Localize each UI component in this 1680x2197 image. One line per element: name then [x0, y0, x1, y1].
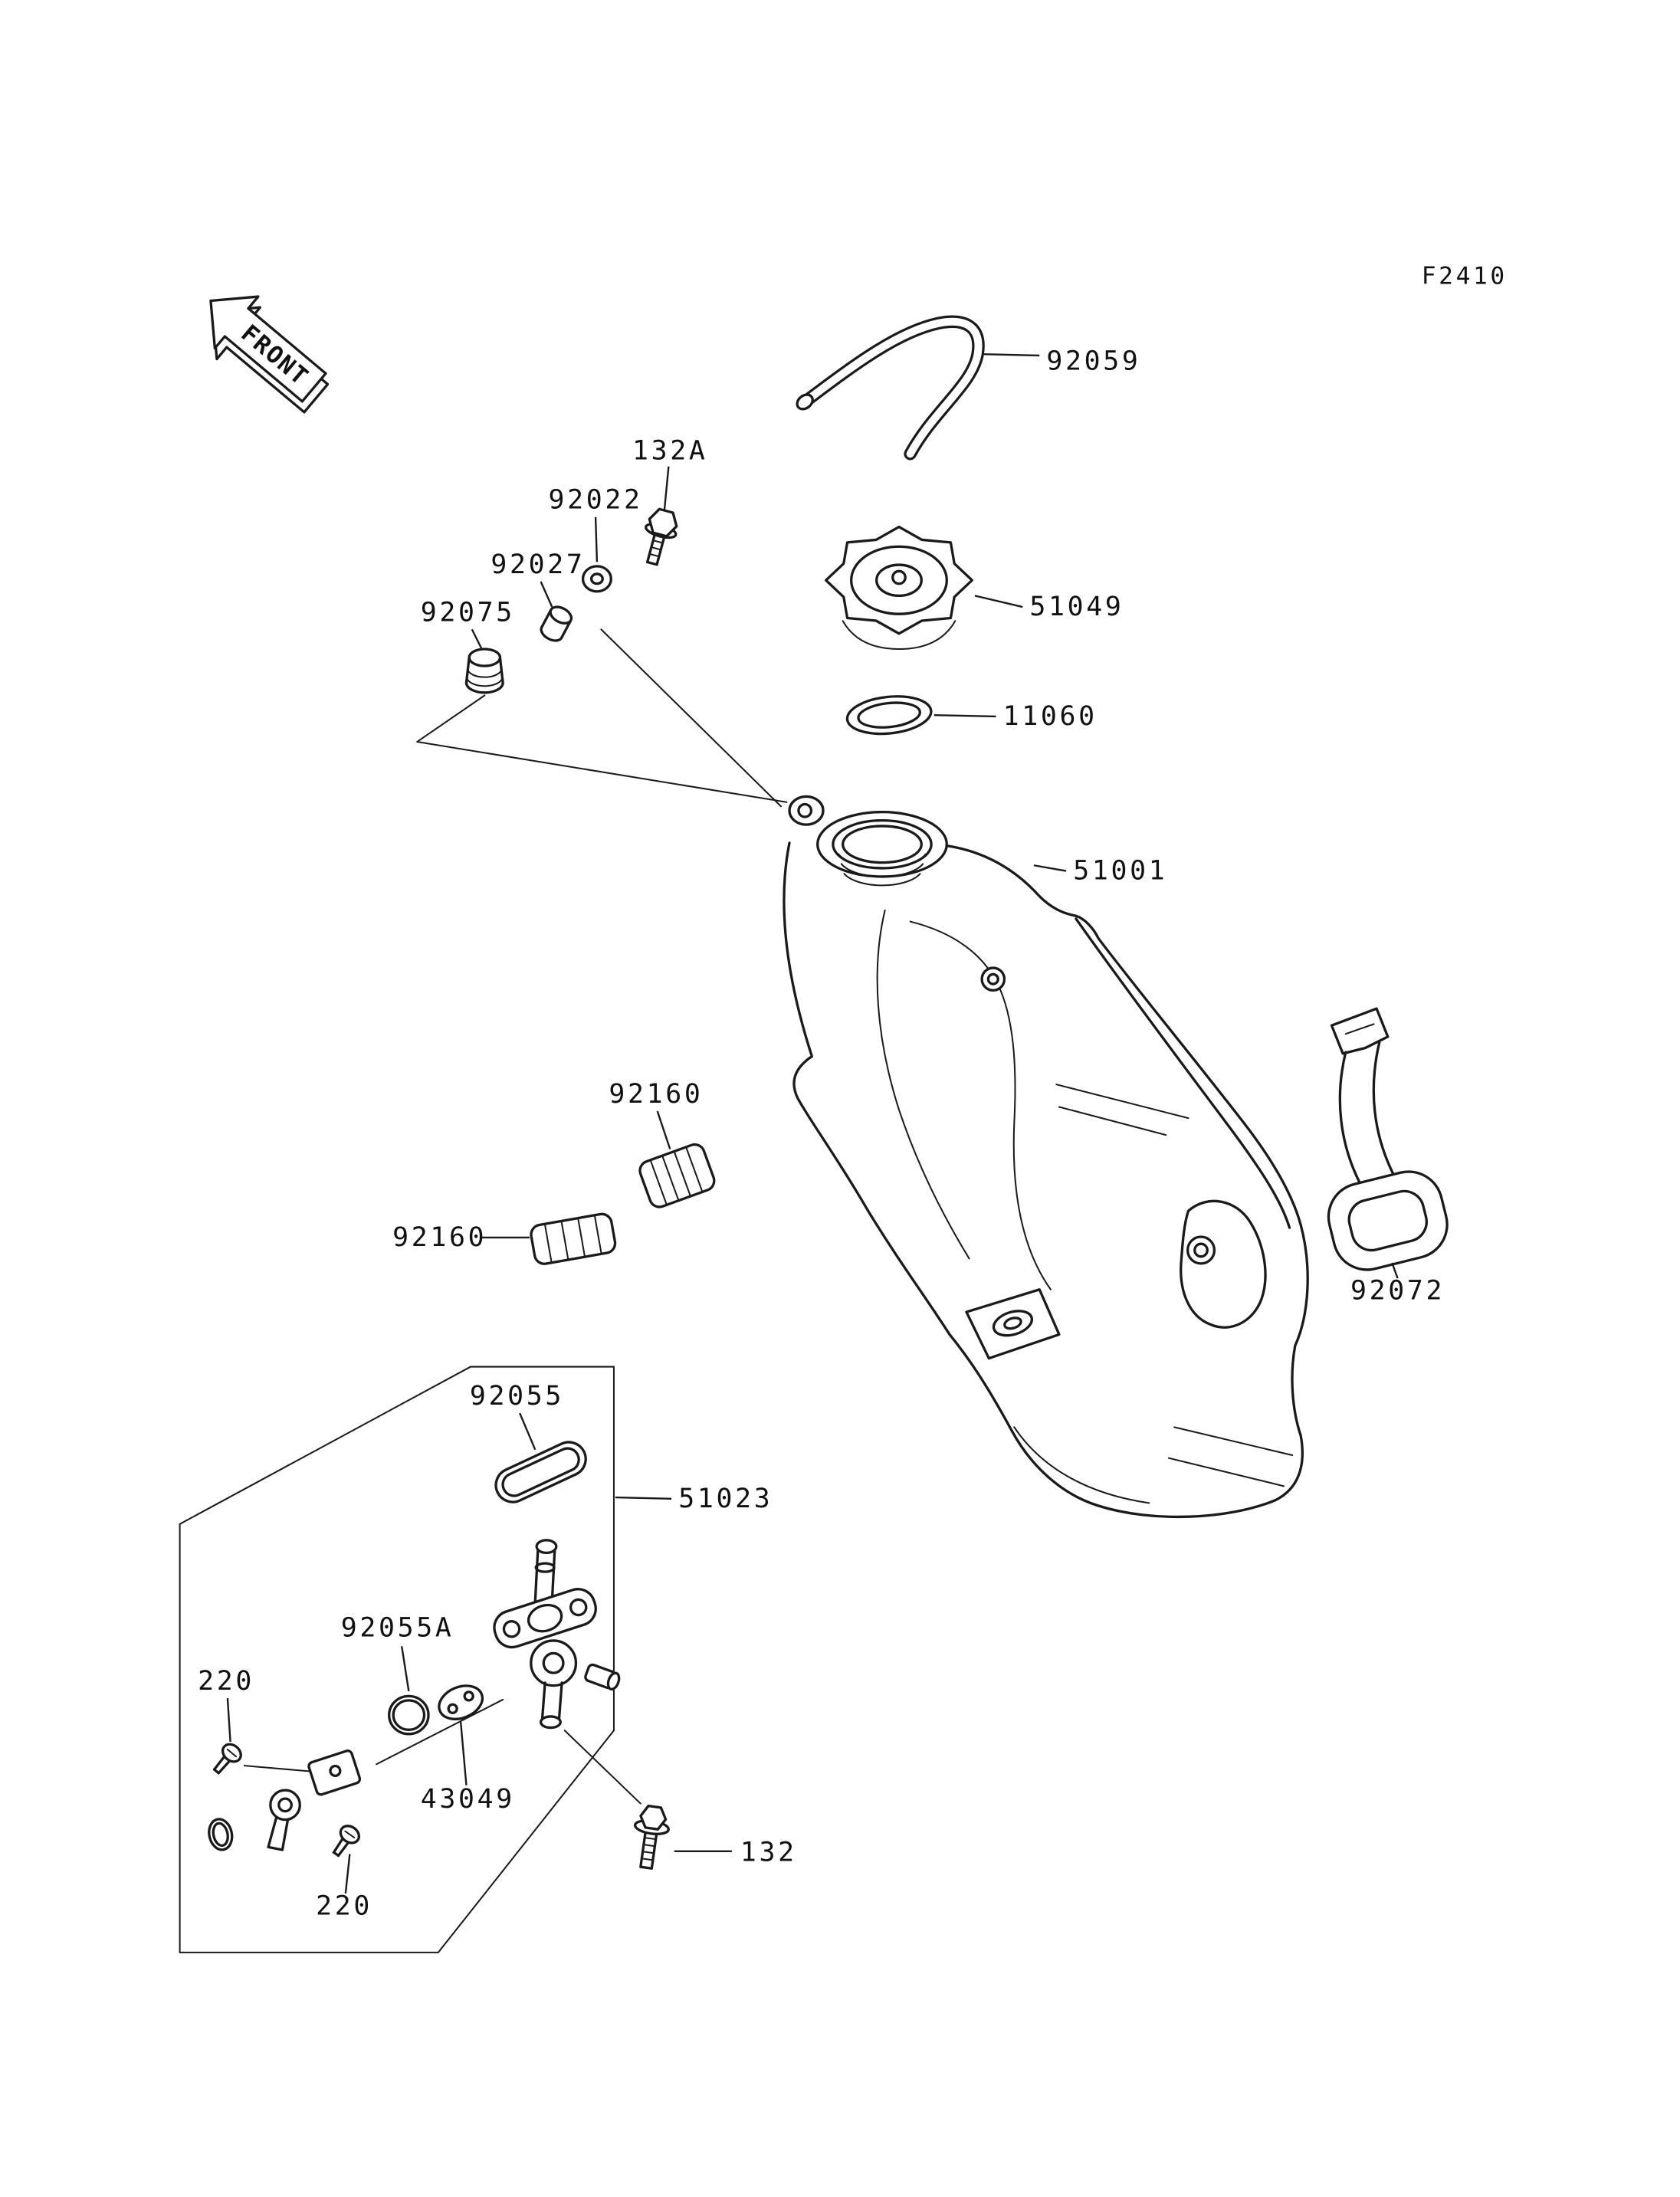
fuel-cap	[825, 525, 973, 651]
lever-plate	[307, 1749, 362, 1796]
front-arrow-shape	[209, 295, 327, 403]
tap-flange	[493, 1588, 597, 1649]
leader-92072	[1391, 1262, 1399, 1279]
screw-220-lower	[332, 1825, 361, 1858]
part-label-92055a: 92055A	[341, 1612, 454, 1643]
leader-51049	[974, 595, 1023, 608]
leader-92075	[471, 628, 483, 650]
leader-92055	[519, 1412, 536, 1451]
part-label-132: 132	[740, 1838, 797, 1868]
leader-92160-upper	[656, 1110, 671, 1149]
tap-ring-92055	[494, 1441, 587, 1503]
bolt-head	[639, 1804, 668, 1831]
front-direction-arrow: FRONT	[209, 295, 330, 414]
tank-accent-line	[1167, 1457, 1285, 1487]
part-label-43049: 43049	[421, 1784, 515, 1815]
damper-92075	[464, 648, 504, 694]
tap-outlet	[584, 1663, 621, 1691]
part-label-220-upper: 220	[198, 1666, 254, 1697]
screw-220-upper	[212, 1743, 242, 1775]
collar-92027	[540, 605, 573, 642]
lever-oring	[208, 1818, 234, 1851]
bolt-132a	[645, 507, 678, 566]
part-label-51049: 51049	[1029, 592, 1124, 622]
leader-92055a	[400, 1646, 410, 1692]
part-label-92022: 92022	[549, 485, 643, 516]
part-label-92160-lower: 92160	[392, 1222, 487, 1253]
tank-tap-mount	[965, 1288, 1061, 1360]
leader-92059	[983, 353, 1040, 357]
leader-43049	[459, 1722, 468, 1785]
fuel-tap-body	[493, 1539, 621, 1730]
assembly-lines	[243, 628, 788, 1805]
part-label-220-lower: 220	[316, 1890, 372, 1921]
part-label-51023: 51023	[678, 1484, 773, 1514]
bolt-head	[648, 507, 678, 538]
tap-spigot	[539, 1715, 562, 1730]
tank-strap-tab	[1180, 1199, 1267, 1329]
tank-accent-line	[1173, 1426, 1294, 1457]
fuel-tap-assembly-box	[179, 1366, 615, 1953]
bolt-132	[633, 1804, 670, 1870]
tank-bolt-hole	[980, 966, 1006, 992]
tap-lever	[267, 1789, 301, 1851]
part-label-11060: 11060	[1003, 701, 1098, 732]
tank-accent-line	[1058, 1106, 1167, 1136]
breather-hose	[796, 315, 985, 461]
tap-oring-92055a	[388, 1694, 430, 1736]
hose-end	[796, 393, 814, 411]
part-label-92072: 92072	[1350, 1276, 1445, 1307]
leader-132a	[663, 466, 670, 510]
cap-gasket	[845, 695, 933, 736]
tank-strap	[1327, 1007, 1449, 1271]
part-label-92160-upper: 92160	[609, 1079, 703, 1110]
tap-valve-body	[530, 1639, 578, 1687]
part-label-92027: 92027	[491, 549, 585, 580]
part-label-92055: 92055	[470, 1381, 564, 1412]
front-arrow-shadow	[211, 306, 330, 414]
tap-standpipe	[535, 1539, 558, 1555]
leader-11060	[934, 713, 996, 718]
leader-51023	[615, 1496, 672, 1500]
figure-code: F2410	[1422, 262, 1508, 290]
leader-220-lower	[344, 1854, 351, 1894]
part-label-51001: 51001	[1073, 856, 1167, 887]
leader-220-upper	[226, 1698, 231, 1742]
part-label-132a: 132A	[632, 436, 708, 467]
damper-pad-upper	[638, 1143, 716, 1208]
fuel-tank	[783, 795, 1309, 1519]
strap-loop	[1327, 1170, 1449, 1271]
strap-hook	[1330, 1007, 1390, 1055]
part-label-92075: 92075	[421, 597, 515, 628]
leader-92022	[594, 516, 599, 562]
leader-51001	[1033, 864, 1067, 872]
leader-92027	[540, 581, 553, 608]
washer-92022	[581, 565, 612, 593]
part-label-92059: 92059	[1046, 346, 1140, 376]
tap-packing-43049	[438, 1684, 484, 1720]
tank-accent-line	[1055, 1084, 1189, 1120]
filler-neck-thread	[838, 853, 927, 869]
damper-pad-lower	[530, 1212, 617, 1265]
